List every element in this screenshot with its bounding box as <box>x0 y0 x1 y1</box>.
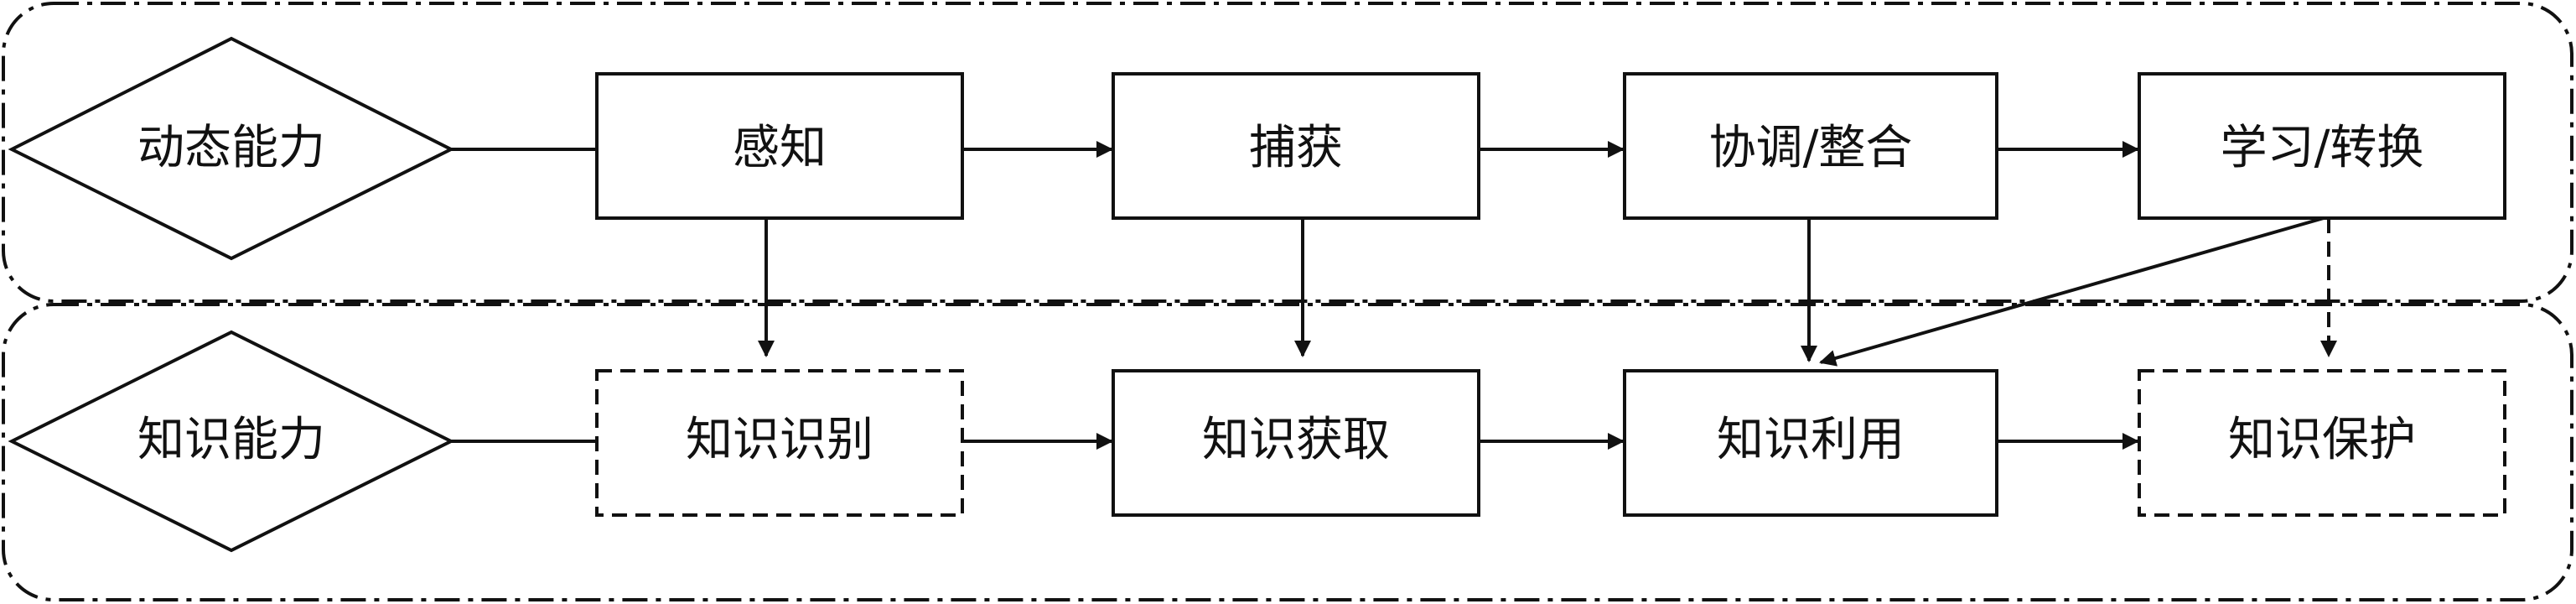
knowledge-capability-label: 知识能力 <box>137 413 325 467</box>
knowledge-acquisition-box <box>1112 369 1480 517</box>
arrow-learn-to-utilization <box>1819 216 2325 367</box>
seize-label: 捕获 <box>1249 121 1343 175</box>
dynamic-capability-group <box>2 2 2573 303</box>
sense-label: 感知 <box>733 121 827 175</box>
knowledge-identification-label: 知识识别 <box>686 413 873 467</box>
knowledge-acquisition-label: 知识获取 <box>1202 413 1390 467</box>
knowledge-protection-box <box>2138 369 2506 517</box>
learn-transform-label: 学习/转换 <box>2221 121 2424 175</box>
coordinate-integrate-label: 协调/整合 <box>1709 121 1913 175</box>
sense-box <box>595 72 964 220</box>
seize-box <box>1112 72 1480 220</box>
knowledge-utilization-label: 知识利用 <box>1717 413 1905 467</box>
knowledge-capability-group <box>2 303 2573 601</box>
dynamic-capability-label: 动态能力 <box>137 121 325 175</box>
knowledge-protection-label: 知识保护 <box>2228 413 2416 467</box>
knowledge-identification-box <box>595 369 964 517</box>
